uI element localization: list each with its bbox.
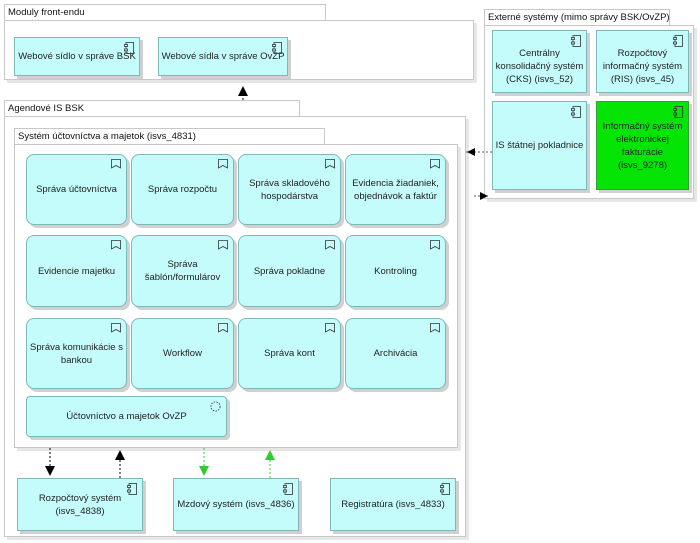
component-icon xyxy=(673,35,683,47)
component-label: Mzdový systém (isvs_4836) xyxy=(177,499,295,510)
component-icon xyxy=(571,35,581,47)
service-label: Účtovníctvo a majetok OvZP xyxy=(66,411,187,422)
component-label: Webové sídla v správe OvZP xyxy=(161,51,285,62)
function-label: Správa skladového hospodárstva xyxy=(249,177,330,202)
component-label: IS štátnej pokladnice xyxy=(495,140,584,151)
function-label: Workflow xyxy=(163,348,202,359)
function-workflow[interactable]: Workflow xyxy=(131,318,234,389)
group-external-title: Externé systémy (mimo správy BSK/OvZP) xyxy=(484,9,670,26)
function-label: Správa komunikácie s bankou xyxy=(30,341,123,366)
component-cks[interactable]: Centrálny konsolidačný systém (CKS) (isv… xyxy=(492,30,587,93)
component-label: Webové sídlo v správe BSK xyxy=(18,51,136,62)
component-label: Registratúra (isvs_4833) xyxy=(341,499,445,510)
function-sprava-skladoveho-hospodarstva[interactable]: Správa skladového hospodárstva xyxy=(238,154,341,225)
function-label: Správa účtovníctva xyxy=(36,184,117,195)
function-sprava-sablon[interactable]: Správa šablón/formulárov xyxy=(131,235,234,307)
group-ucto-title: Systém účtovníctva a majetok (isvs_4831) xyxy=(14,128,325,145)
function-label: Evidencie majetku xyxy=(37,265,116,277)
function-bookmark-icon xyxy=(218,159,228,169)
component-icon xyxy=(440,483,450,495)
function-sprava-rozpoctu[interactable]: Správa rozpočtu xyxy=(131,154,234,225)
function-sprava-komunikacie-s-bankou[interactable]: Správa komunikácie s bankou xyxy=(26,318,127,389)
function-label: Správa pokladne xyxy=(253,265,326,277)
function-label: Kontroling xyxy=(374,265,417,277)
flow-to-frontend xyxy=(238,86,248,100)
function-bookmark-icon xyxy=(218,323,228,333)
component-label: Rozpočtový informačný systém (RIS) (isvs… xyxy=(602,48,683,85)
service-circle-icon xyxy=(210,401,221,412)
component-icon xyxy=(127,483,137,495)
function-sprava-pokladne[interactable]: Správa pokladne xyxy=(238,235,341,307)
function-bookmark-icon xyxy=(430,240,440,250)
component-icon xyxy=(283,483,293,495)
component-registratura[interactable]: Registratúra (isvs_4833) xyxy=(330,478,456,531)
function-bookmark-icon xyxy=(430,323,440,333)
component-icon xyxy=(673,106,683,118)
component-icon xyxy=(272,42,282,54)
function-label: Správa rozpočtu xyxy=(147,184,218,195)
function-label: Správa kont xyxy=(264,348,315,359)
component-is-elektronickej-fakturacie[interactable]: Informačný systém elektronickej fakturác… xyxy=(596,101,689,190)
component-mzdovy-system[interactable]: Mzdový systém (isvs_4836) xyxy=(173,478,299,531)
function-kontroling[interactable]: Kontroling xyxy=(345,235,446,307)
component-rozpoctovy-system[interactable]: Rozpočtový systém (isvs_4838) xyxy=(17,478,143,531)
function-bookmark-icon xyxy=(111,159,121,169)
function-bookmark-icon xyxy=(218,240,228,250)
component-icon xyxy=(124,42,134,54)
component-webove-sidla-ovzp[interactable]: Webové sídla v správe OvZP xyxy=(158,37,288,76)
function-bookmark-icon xyxy=(325,240,335,250)
function-bookmark-icon xyxy=(325,323,335,333)
function-bookmark-icon xyxy=(430,159,440,169)
component-label: Centrálny konsolidačný systém (CKS) (isv… xyxy=(495,48,584,85)
function-label: Evidencia žiadaniek, objednávok a faktúr xyxy=(352,177,439,202)
function-bookmark-icon xyxy=(111,240,121,250)
function-label: Správa šablón/formulárov xyxy=(144,259,221,283)
function-sprava-kont[interactable]: Správa kont xyxy=(238,318,341,389)
function-evidencia-ziadaniek[interactable]: Evidencia žiadaniek, objednávok a faktúr xyxy=(345,154,446,225)
component-webove-sidlo-bsk[interactable]: Webové sídlo v správe BSK xyxy=(14,37,140,76)
service-uctovnictvo-a-majetok-ovzp[interactable]: Účtovníctvo a majetok OvZP xyxy=(26,396,227,437)
function-bookmark-icon xyxy=(325,159,335,169)
component-label: Rozpočtový systém (isvs_4838) xyxy=(38,492,122,517)
function-sprava-uctovnictva[interactable]: Správa účtovníctva xyxy=(26,154,127,225)
component-is-statnej-pokladnice[interactable]: IS štátnej pokladnice xyxy=(492,101,587,190)
component-icon xyxy=(571,106,581,118)
group-frontend-title: Moduly front-endu xyxy=(4,4,326,21)
component-ris[interactable]: Rozpočtový informačný systém (RIS) (isvs… xyxy=(596,30,689,93)
component-label: Informačný systém elektronickej fakturác… xyxy=(602,120,683,171)
function-label: Archivácia xyxy=(373,348,418,359)
function-evidencie-majetku[interactable]: Evidencie majetku xyxy=(26,235,127,307)
group-agendove-title: Agendové IS BSK xyxy=(4,100,300,117)
function-bookmark-icon xyxy=(111,323,121,333)
function-archivacia[interactable]: Archivácia xyxy=(345,318,446,389)
